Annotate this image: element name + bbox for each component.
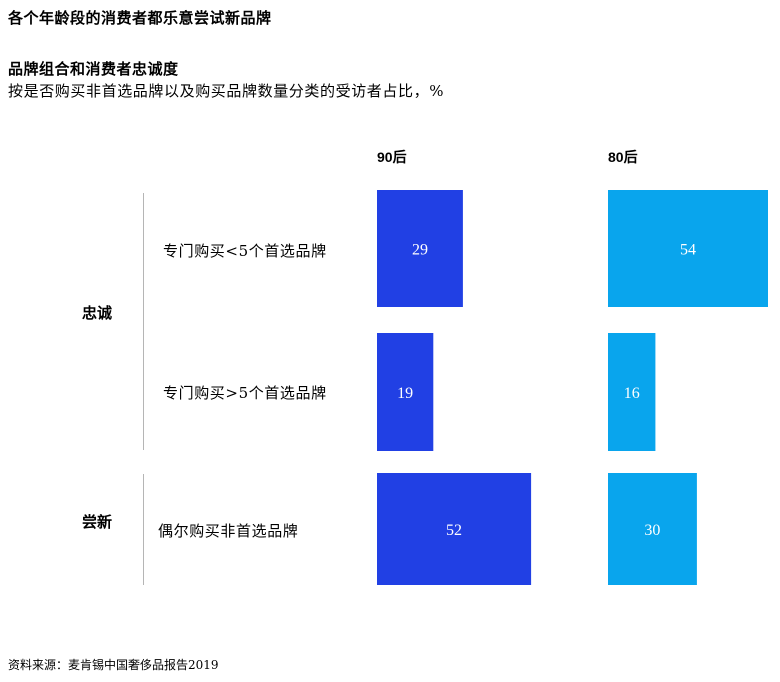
row-label-under5: 专门购买<5个首选品牌 xyxy=(163,242,327,260)
bar-90s-under5 xyxy=(377,190,463,307)
group-label-new: 尝新 xyxy=(82,513,113,531)
group-bracket-loyal xyxy=(143,193,144,450)
value-label-90s-under5: 29 xyxy=(412,242,428,259)
bar-90s-occasional xyxy=(377,473,532,585)
value-label-90s-over5: 19 xyxy=(397,385,413,402)
row-label-over5: 专门购买>5个首选品牌 xyxy=(163,384,327,402)
bar-80s-occasional xyxy=(608,473,697,585)
chart-title: 各个年龄段的消费者都乐意尝试新品牌 xyxy=(8,9,272,27)
series-header-90s: 90后 xyxy=(377,149,407,165)
row-label-occasional: 偶尔购买非首选品牌 xyxy=(158,522,299,540)
bar-80s-over5 xyxy=(608,333,656,451)
value-label-90s-occasional: 52 xyxy=(446,522,462,539)
chart-description: 按是否购买非首选品牌以及购买品牌数量分类的受访者占比，% xyxy=(8,82,445,100)
source-note: 资料来源：麦肯锡中国奢侈品报告2019 xyxy=(8,658,219,672)
bar-90s-over5 xyxy=(377,333,434,451)
group-label-loyal: 忠诚 xyxy=(82,304,113,322)
bar-80s-under5 xyxy=(608,190,768,307)
series-header-80s: 80后 xyxy=(608,149,638,165)
value-label-80s-under5: 54 xyxy=(680,242,696,259)
group-bracket-new xyxy=(143,474,144,585)
value-label-80s-over5: 16 xyxy=(624,385,640,402)
chart-subtitle: 品牌组合和消费者忠诚度 xyxy=(8,60,179,78)
value-label-80s-occasional: 30 xyxy=(644,522,660,539)
